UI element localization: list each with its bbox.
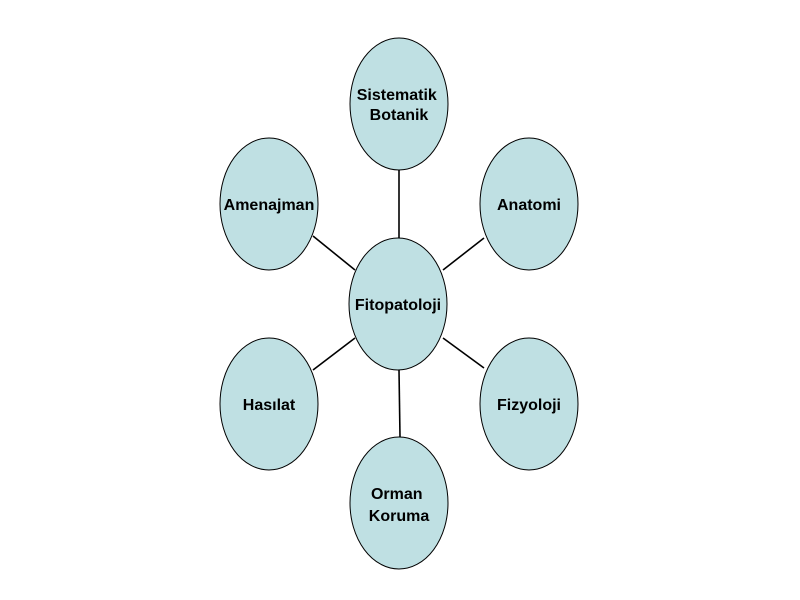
node-label-line: Orman <box>371 486 423 503</box>
connectors <box>312 170 485 438</box>
node-ellipse <box>479 337 579 471</box>
connector-amenajman <box>312 235 356 271</box>
node-label-line: Sistematik <box>357 87 437 104</box>
node-ellipse <box>219 137 319 271</box>
connector-anatomi <box>442 237 485 271</box>
node-label: Orman Koruma <box>369 486 430 525</box>
node-ellipse <box>349 37 449 171</box>
node-label: Fizyoloji <box>497 397 561 414</box>
node-orman-koruma: Orman Koruma <box>349 436 449 570</box>
node-ellipse <box>479 137 579 271</box>
center-node-ellipse <box>348 237 448 371</box>
connector-orman-koruma <box>398 369 401 438</box>
node-label-line: Koruma <box>369 508 430 525</box>
node-label: Hasılat <box>243 397 296 414</box>
node-fizyoloji: Fizyoloji <box>479 337 579 471</box>
center-node: Fitopatoloji <box>348 237 448 371</box>
node-label: Amenajman <box>224 197 315 214</box>
node-ellipse <box>219 337 319 471</box>
node-ellipse <box>349 436 449 570</box>
node-sistematik-botanik: Sistematik Botanik <box>349 37 449 171</box>
center-node-label: Fitopatoloji <box>355 297 441 314</box>
node-anatomi: Anatomi <box>479 137 579 271</box>
node-hasilat: Hasılat <box>219 337 319 471</box>
node-label-line: Botanik <box>370 107 429 124</box>
connector-fizyoloji <box>442 337 485 369</box>
node-amenajman: Amenajman <box>219 137 319 271</box>
connector-hasilat <box>312 337 356 371</box>
node-label: Sistematik Botanik <box>357 87 442 124</box>
node-label: Anatomi <box>497 197 561 214</box>
